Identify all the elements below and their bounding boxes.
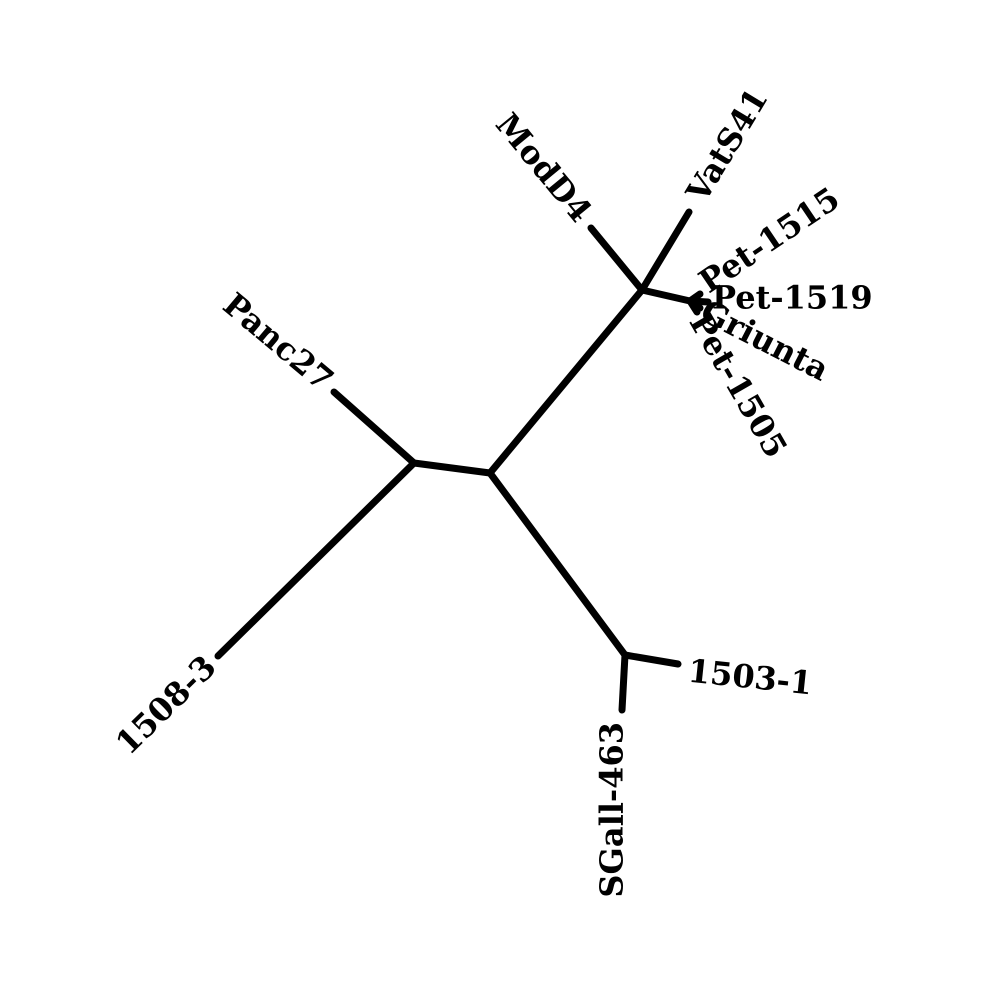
branch-modd4 [587,224,646,294]
leaf-label-vats41: VatS41 [678,82,775,210]
branch-pet-cluster [638,286,694,305]
branch-1508-3 [214,459,418,660]
leaf-label-1503-1: 1503-1 [686,652,814,703]
leaf-label-modd4: ModD4 [488,106,599,230]
branch-pet-1505 [686,297,701,316]
branch-center-to-bottom-node [486,469,629,659]
branch-center-to-left-node [410,459,494,477]
branch-panc27 [330,388,418,467]
branch-vats41 [638,208,693,294]
branch-1503-1 [621,651,682,668]
leaf-label-pet-1519: Pet-1519 [712,279,873,317]
branch-center-to-top-node [486,286,646,477]
leaf-label-sgall-463: SGall-463 [593,722,631,898]
branch-sgall-463 [618,651,629,714]
leaf-label-panc27: Panc27 [216,285,341,398]
leaf-label-1508-3: 1508-3 [108,648,224,762]
